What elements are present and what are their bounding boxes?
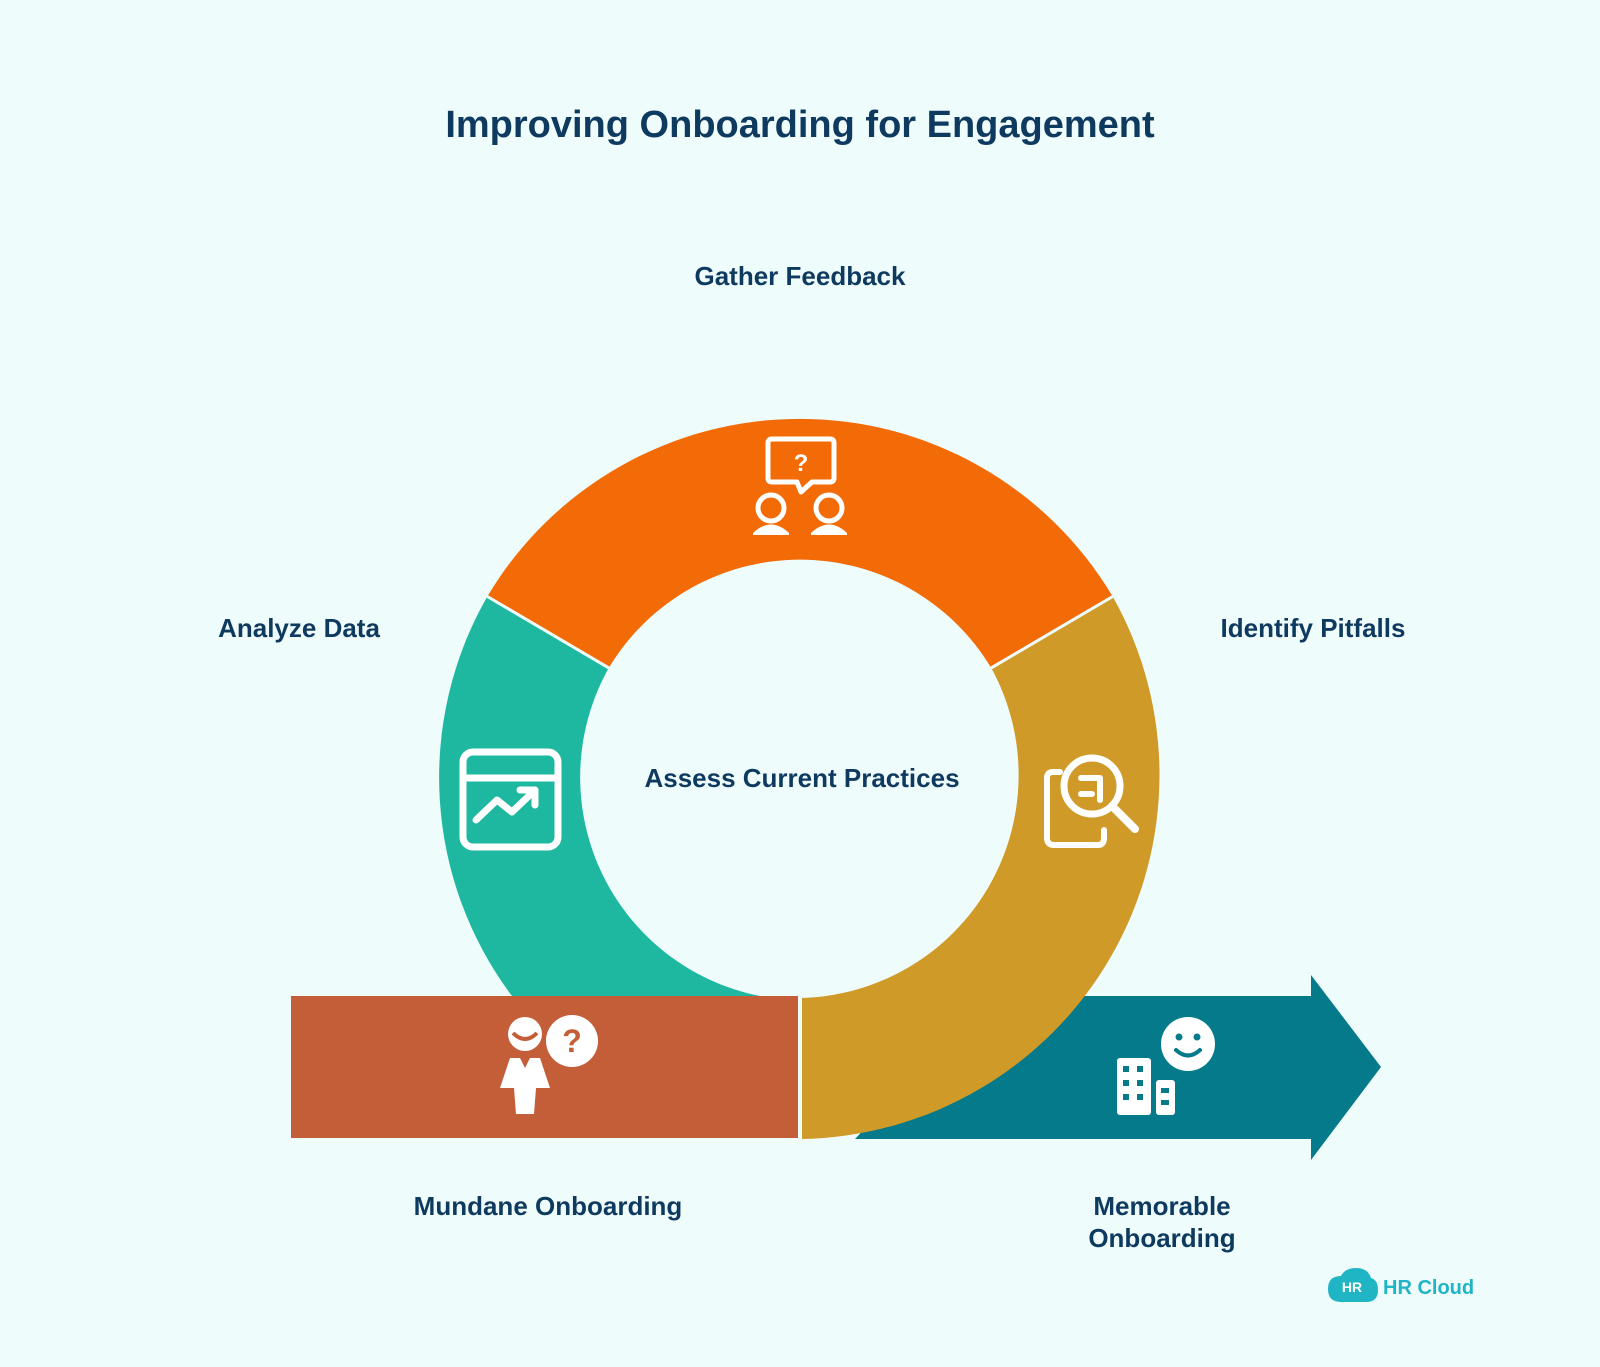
- mundane-onboarding-bar: [291, 996, 798, 1138]
- segment-analyze-data: [439, 596, 760, 996]
- logo-text: HR Cloud: [1383, 1277, 1474, 1299]
- hr-cloud-logo: HR HR Cloud: [1328, 1268, 1474, 1302]
- svg-text:?: ?: [562, 1023, 582, 1059]
- segment-identify-pitfalls: [800, 596, 1160, 1139]
- center-label: Assess Current Practices: [644, 763, 959, 793]
- step-label-gather-feedback: Gather Feedback: [695, 261, 907, 291]
- segment-gather-feedback: [487, 418, 1113, 668]
- chart-trend-icon: [459, 748, 562, 851]
- logo-badge: HR: [1342, 1279, 1362, 1295]
- happy-company-icon: [1117, 1017, 1215, 1115]
- search-document-icon: [1044, 754, 1139, 848]
- start-label: Mundane Onboarding: [414, 1191, 683, 1221]
- feedback-people-icon: ?: [753, 436, 847, 535]
- step-label-analyze-data: Analyze Data: [218, 613, 380, 643]
- end-label-line2: Onboarding: [1088, 1223, 1235, 1253]
- step-label-identify-pitfalls: Identify Pitfalls: [1221, 613, 1406, 643]
- svg-text:?: ?: [794, 450, 809, 477]
- confused-person-icon: ?: [500, 1015, 598, 1114]
- diagram-title: Improving Onboarding for Engagement: [445, 104, 1155, 146]
- end-label-line1: Memorable: [1093, 1191, 1230, 1221]
